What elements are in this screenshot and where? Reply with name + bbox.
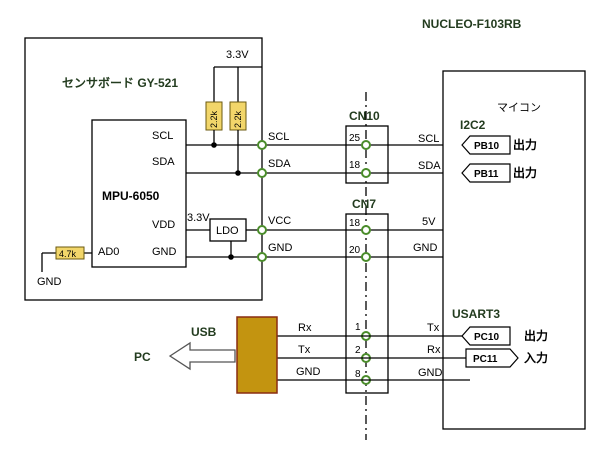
cn7-pin-tx: 2 [355, 345, 361, 356]
ad0-gnd-label: GND [37, 276, 62, 288]
i2c-label: I2C2 [460, 118, 486, 132]
sensor-node-vcc [257, 225, 267, 235]
mcu-sda-label: SDA [418, 160, 441, 172]
sensor-node-gnd [257, 252, 267, 262]
pb11-label: PB11 [474, 169, 499, 180]
mcu-box [442, 70, 586, 430]
pin-vdd-label: VDD [152, 219, 175, 231]
cn7-label: CN7 [352, 197, 376, 211]
pullup-resistor-2-label: 2.2k [233, 110, 243, 128]
mpu-chip-label: MPU-6050 [102, 189, 160, 203]
signal-gnd-label: GND [268, 242, 293, 254]
pin-scl-label: SCL [152, 130, 173, 142]
pc11-direction: 入力 [524, 350, 548, 365]
pb10-label: PB10 [474, 141, 499, 152]
sensor-node-sda [257, 168, 267, 178]
pb10-tag [461, 135, 511, 155]
pc10-direction: 出力 [524, 328, 548, 343]
pc11-label: PC11 [473, 354, 498, 365]
board-title: NUCLEO-F103RB [422, 17, 522, 31]
pb11-tag [461, 163, 511, 183]
pc10-tag [461, 326, 511, 346]
mcu-gnd2-label: GND [418, 367, 443, 379]
mcu-tx-label: Tx [427, 322, 440, 334]
cn10-pin-scl: 25 [349, 133, 361, 144]
mcu-gnd-label: GND [413, 242, 438, 254]
sensor-node-scl [257, 140, 267, 150]
pc-label: PC [134, 350, 151, 364]
sensor-board-title: センサボード GY-521 [62, 75, 178, 90]
usb-gnd-label: GND [296, 366, 321, 378]
pb11-direction: 出力 [513, 165, 537, 180]
usb-tx-label: Tx [298, 344, 311, 356]
ad0-resistor [55, 246, 85, 260]
usart-label: USART3 [452, 307, 500, 321]
pullup-resistor-1-label: 2.2k [209, 110, 219, 128]
cn10-label: CN10 [349, 109, 380, 123]
mcu-rx-label: Rx [427, 344, 441, 356]
ldo-label: LDO [216, 225, 239, 237]
mcu-scl-label: SCL [418, 133, 439, 145]
pin-ad0-label: AD0 [98, 246, 119, 258]
ldo-input-label: 3.3V [187, 212, 210, 224]
usb-adapter [236, 316, 278, 394]
mcu-title: マイコン [497, 102, 541, 114]
cn7-node-gnd [361, 252, 371, 262]
cn7-pin-gnd2: 8 [355, 369, 361, 380]
pin-sda-label: SDA [152, 156, 175, 168]
cn7-pin-rx: 1 [355, 322, 361, 333]
cn10-pin-sda: 18 [349, 160, 361, 171]
mpu-chip [91, 119, 187, 268]
pc11-tag [465, 348, 519, 368]
pin-gnd-label: GND [152, 246, 177, 258]
pullup-voltage-label: 3.3V [226, 49, 249, 61]
cn7-box [345, 213, 389, 394]
cn10-node-sda [361, 168, 371, 178]
usb-rx-label: Rx [298, 322, 312, 334]
usb-label: USB [191, 325, 217, 339]
pb10-direction: 出力 [513, 137, 537, 152]
signal-scl-label: SCL [268, 131, 289, 143]
cn10-box [345, 125, 389, 184]
ad0-resistor-label: 4.7k [59, 249, 77, 259]
pc-arrow-icon [168, 341, 236, 371]
signal-vcc-label: VCC [268, 215, 291, 227]
mcu-5v-label: 5V [422, 216, 436, 228]
pc10-label: PC10 [474, 332, 499, 343]
cn10-node-scl [361, 140, 371, 150]
cn7-node-vcc [361, 225, 371, 235]
cn7-pin-vcc: 18 [349, 218, 361, 229]
signal-sda-label: SDA [268, 158, 291, 170]
cn7-pin-gnd: 20 [349, 245, 361, 256]
